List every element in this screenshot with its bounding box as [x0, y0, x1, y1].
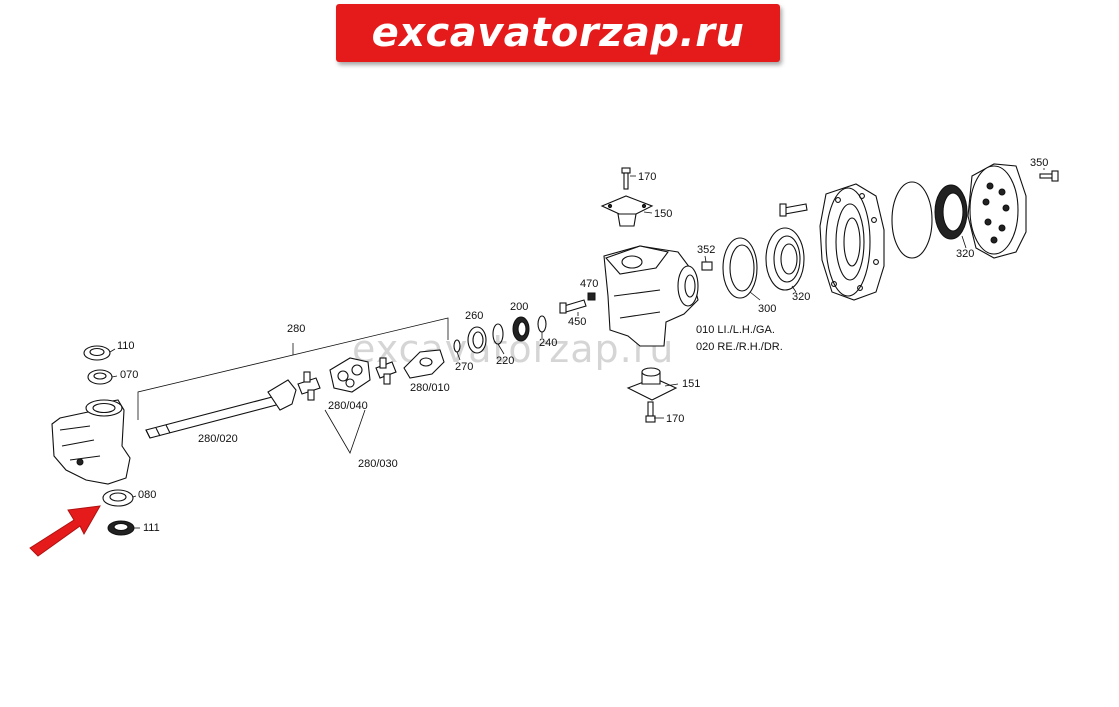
- bolt-350: [1039, 170, 1059, 182]
- seal-ring-300: [722, 237, 758, 299]
- banner-title: excavatorzap.ru: [371, 10, 745, 56]
- wheel-hub: [819, 183, 885, 301]
- label-200: 200: [510, 301, 528, 313]
- drive-flange: [967, 163, 1027, 259]
- label-450: 450: [568, 316, 586, 328]
- label-350: 350: [1030, 157, 1048, 169]
- bearing-320-first: [765, 227, 805, 291]
- label-170-top: 170: [638, 171, 656, 183]
- bolt-170-bottom: [645, 401, 656, 423]
- o-ring: [891, 181, 933, 259]
- label-320-first: 320: [792, 291, 810, 303]
- ring-260: [467, 326, 487, 354]
- wheel-stud: [779, 203, 808, 217]
- label-170-bottom: 170: [666, 413, 684, 425]
- site-banner: excavatorzap.ru: [336, 4, 780, 62]
- steering-knuckle: [603, 245, 699, 347]
- label-110: 110: [117, 340, 135, 352]
- yoke-280-010: [403, 349, 445, 379]
- label-220: 220: [496, 355, 514, 367]
- leader-lines: [109, 168, 1045, 529]
- label-352: 352: [697, 244, 715, 256]
- label-270: 270: [455, 361, 473, 373]
- seal-110: [83, 345, 111, 361]
- label-151: 151: [682, 378, 700, 390]
- label-280-040: 280/040: [328, 400, 368, 412]
- label-111: 111: [143, 522, 160, 534]
- king-pin-cap-150: [600, 195, 654, 227]
- bearing-080: [102, 489, 134, 507]
- seal-320-second: [934, 184, 968, 240]
- label-150: 150: [654, 208, 672, 220]
- highlight-arrow: [29, 505, 101, 557]
- label-280-010: 280/010: [410, 382, 450, 394]
- label-240: 240: [539, 337, 557, 349]
- label-280-030: 280/030: [358, 458, 398, 470]
- nut-470: [587, 292, 596, 301]
- bolt-450: [559, 299, 587, 314]
- label-020-right-hand: 020 RE./R.H./DR.: [696, 341, 783, 353]
- label-070: 070: [120, 369, 138, 381]
- label-320-second: 320: [956, 248, 974, 260]
- pin-352: [701, 261, 713, 271]
- label-470: 470: [580, 278, 598, 290]
- label-260: 260: [465, 310, 483, 322]
- label-280-020: 280/020: [198, 433, 238, 445]
- label-280: 280: [287, 323, 305, 335]
- bolt-170-top: [621, 167, 631, 190]
- label-010-left-hand: 010 LI./L.H./GA.: [696, 324, 775, 336]
- center-yoke-280-040: [329, 357, 371, 393]
- drive-shaft-280: [145, 379, 297, 439]
- axle-housing: [51, 399, 131, 485]
- bearing-070: [87, 369, 113, 385]
- seal-111: [107, 520, 135, 536]
- watermark-text: excavatorzap.ru: [352, 327, 674, 371]
- king-pin-cap-151: [626, 367, 678, 401]
- label-300: 300: [758, 303, 776, 315]
- cross-joint-right: [375, 357, 397, 385]
- bearing-200: [512, 316, 530, 342]
- cross-joint-left: [297, 371, 321, 401]
- label-080: 080: [138, 489, 156, 501]
